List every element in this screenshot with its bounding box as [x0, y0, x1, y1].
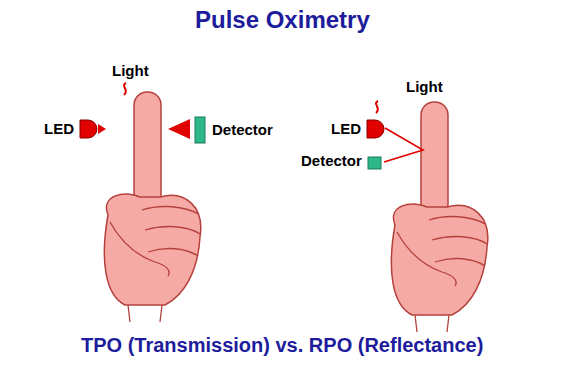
- detector-label: Detector: [212, 121, 273, 138]
- led-label: LED: [331, 120, 361, 137]
- light-curl: [124, 83, 126, 95]
- led-symbol: [367, 120, 384, 138]
- light-label: Light: [406, 78, 443, 95]
- light-arrow: [168, 119, 190, 139]
- led-symbol: [80, 120, 97, 138]
- led-label: LED: [44, 120, 74, 137]
- left-hand: [104, 92, 200, 322]
- diagram-caption: TPO (Transmission) vs. RPO (Reflectance): [81, 334, 483, 357]
- light-path: [384, 128, 423, 162]
- light-curl: [376, 101, 378, 113]
- light-label: Light: [112, 62, 149, 79]
- diagram-title: Pulse Oximetry: [195, 6, 370, 34]
- right-hand: [391, 102, 487, 332]
- detector-symbol: [368, 157, 381, 169]
- light-arrow: [98, 124, 106, 134]
- detector-symbol: [195, 117, 205, 143]
- detector-label: Detector: [301, 152, 362, 169]
